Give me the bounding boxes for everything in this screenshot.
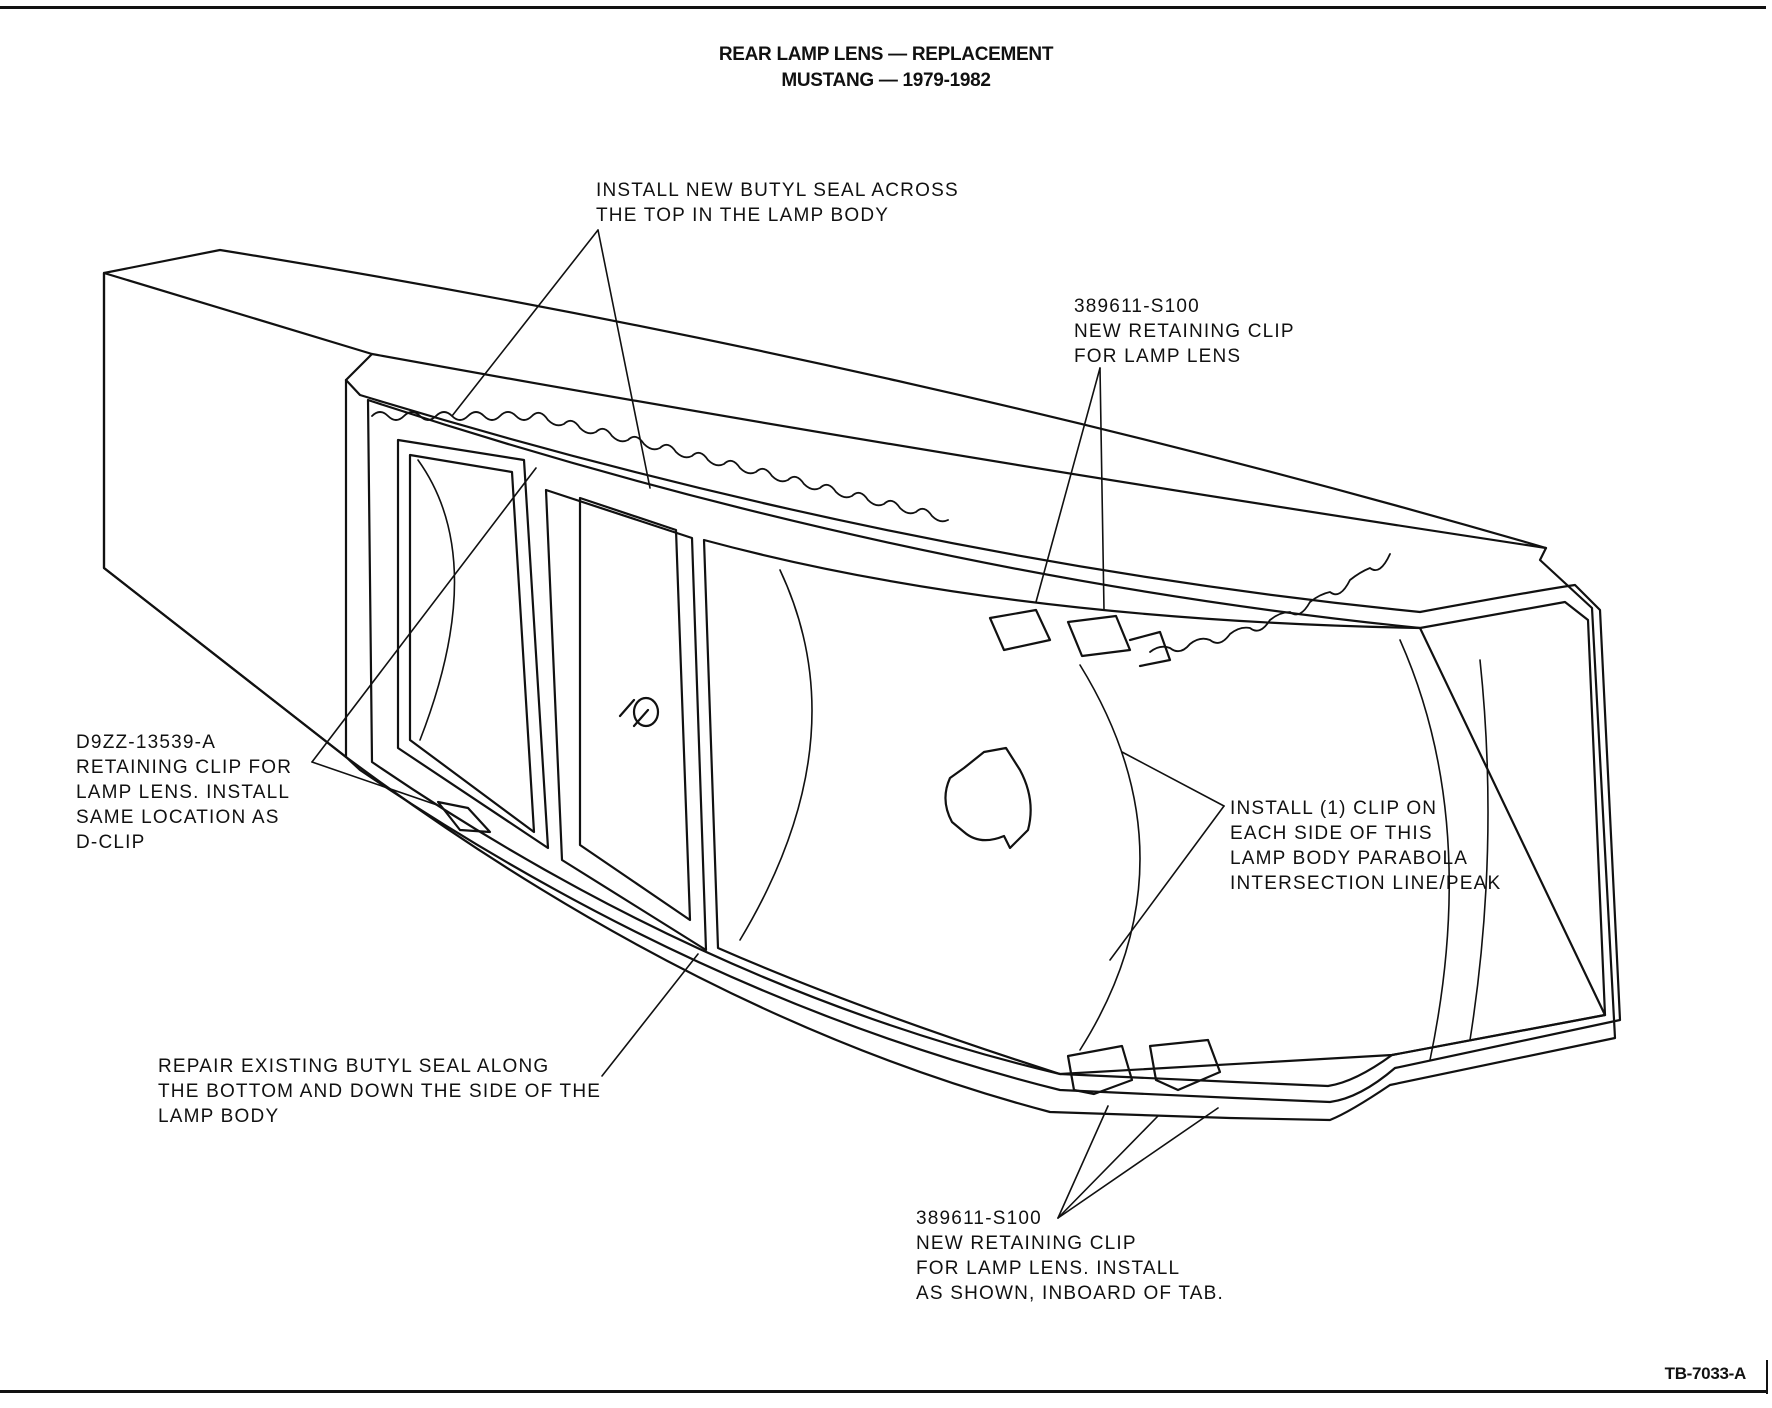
top-clip-left (988, 608, 1052, 652)
bulb-socket (944, 746, 1032, 850)
center-chamber-inner (578, 496, 692, 922)
leader-bottom-clip-a (1057, 1105, 1109, 1219)
callout-d-clip-line3: LAMP LENS. INSTALL (76, 782, 291, 803)
center-chamber-boss (632, 696, 660, 728)
callout-parabola-line2: EACH SIDE OF THIS (1230, 823, 1433, 844)
diagram-subtitle: MUSTANG — 1979-1982 (781, 70, 991, 91)
right-border-tick (1766, 1360, 1768, 1394)
figure-id: TB-7033-A (1664, 1364, 1747, 1383)
housing-top-ridge (370, 352, 1548, 550)
callout-parabola: INSTALL (1) CLIP ON EACH SIDE OF THIS LA… (1230, 796, 1501, 896)
leader-dclip-top (311, 467, 537, 763)
lamp-rim-outer (344, 378, 1622, 1104)
housing-outline (102, 248, 1617, 1122)
d-clip (436, 800, 492, 834)
leader-dclip-bottom (311, 761, 441, 807)
top-border (0, 6, 1766, 9)
top-clip-right (1066, 614, 1132, 658)
left-chamber-inner (408, 453, 536, 834)
callout-parabola-line3: LAMP BODY PARABOLA (1230, 848, 1469, 869)
callout-top-seal: INSTALL NEW BUTYL SEAL ACROSS THE TOP IN… (596, 178, 959, 228)
leader-top-seal-left (451, 229, 599, 417)
right-reflector-right (1399, 639, 1451, 1061)
callout-d-clip-line4: SAME LOCATION AS (76, 807, 280, 828)
callout-d-clip-line5: D-CLIP (76, 832, 146, 853)
leader-top-seal-right (597, 229, 651, 489)
diagram-title: REAR LAMP LENS — REPLACEMENT (718, 44, 1054, 65)
callout-d-clip-line2: RETAINING CLIP FOR (76, 757, 293, 778)
callout-bottom-clip-line4: AS SHOWN, INBOARD OF TAB. (916, 1283, 1224, 1304)
left-chamber (396, 438, 550, 850)
leader-top-clip-right (1099, 367, 1105, 611)
right-reflector-center (1079, 664, 1141, 1051)
bottom-clip-right (1148, 1038, 1222, 1092)
center-chamber-boss-side (618, 698, 650, 728)
leader-top-clip-left (1035, 367, 1101, 603)
leader-parabola-bottom (1109, 805, 1225, 961)
callout-bottom-seal-line1: REPAIR EXISTING BUTYL SEAL ALONG (158, 1056, 550, 1077)
callout-d-clip-line1: D9ZZ-13539-A (76, 732, 217, 753)
callout-top-clip-line1: 389611-S100 (1074, 296, 1200, 317)
right-butyl-seal (1149, 553, 1391, 653)
callout-top-clip-line3: FOR LAMP LENS (1074, 346, 1242, 367)
bottom-border (0, 1390, 1766, 1393)
callout-top-clip: 389611-S100 NEW RETAINING CLIP FOR LAMP … (1074, 294, 1295, 369)
leader-bottom-clip-c (1057, 1107, 1219, 1219)
callout-bottom-seal-line2: THE BOTTOM AND DOWN THE SIDE OF THE (158, 1081, 602, 1102)
leader-bottom-seal (601, 953, 699, 1077)
callout-bottom-clip: 389611-S100 NEW RETAINING CLIP FOR LAMP … (916, 1206, 1224, 1306)
callout-parabola-line4: INTERSECTION LINE/PEAK (1230, 873, 1502, 894)
callout-top-seal-line1: INSTALL NEW BUTYL SEAL ACROSS (596, 180, 959, 201)
top-butyl-seal (371, 411, 949, 523)
callout-top-seal-line2: THE TOP IN THE LAMP BODY (596, 205, 890, 226)
callout-bottom-clip-line1: 389611-S100 (916, 1208, 1042, 1229)
callout-bottom-seal: REPAIR EXISTING BUTYL SEAL ALONG THE BOT… (158, 1054, 601, 1129)
callout-top-clip-line2: NEW RETAINING CLIP (1074, 321, 1295, 342)
top-clip-extension (1128, 630, 1172, 668)
leader-bottom-clip-b (1057, 1115, 1159, 1219)
leader-parabola-top (1121, 751, 1225, 807)
right-chamber (702, 538, 1607, 1076)
callout-bottom-seal-line3: LAMP BODY (158, 1106, 280, 1127)
callout-bottom-clip-line3: FOR LAMP LENS. INSTALL (916, 1258, 1181, 1279)
bottom-clip-left (1066, 1044, 1134, 1096)
center-chamber (544, 488, 708, 952)
lamp-rim-inner (366, 398, 1607, 1088)
right-reflector-left (739, 569, 813, 941)
left-chamber-reflector (417, 459, 456, 741)
callout-bottom-clip-line2: NEW RETAINING CLIP (916, 1233, 1137, 1254)
callout-d-clip: D9ZZ-13539-A RETAINING CLIP FOR LAMP LEN… (76, 730, 292, 855)
right-reflector-far (1469, 659, 1489, 1041)
callout-parabola-line1: INSTALL (1) CLIP ON (1230, 798, 1438, 819)
side-panel (102, 271, 374, 759)
